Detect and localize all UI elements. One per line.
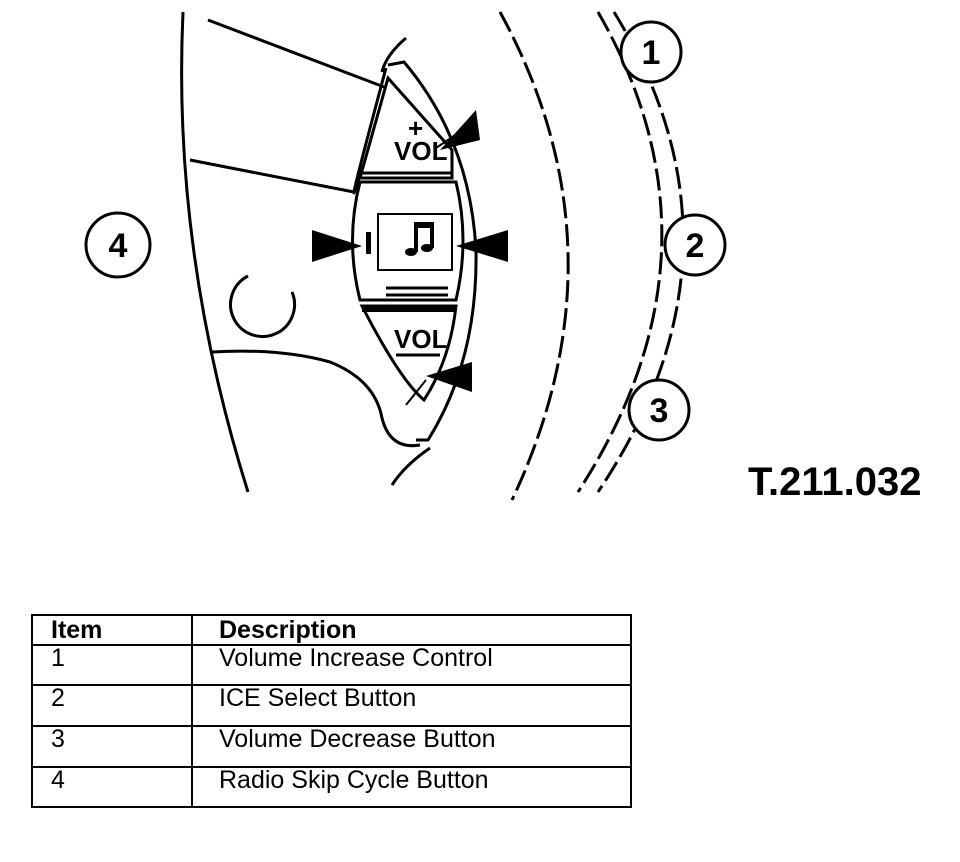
volume-down-button[interactable]: VOL [359, 304, 458, 403]
arrow-vol-up [440, 110, 480, 150]
leader-lines [405, 124, 471, 406]
legend-rule [33, 725, 630, 727]
legend-column-divider [191, 616, 193, 806]
legend-rule [33, 644, 630, 646]
svg-text:1: 1 [642, 34, 661, 72]
callout-4: 4 [84, 211, 152, 279]
ice-select-button[interactable] [351, 180, 465, 302]
figure-reference: T.211.032 [748, 460, 922, 504]
pointer-arrows [312, 110, 508, 392]
vol-up-plus: + [408, 113, 423, 143]
legend-row: 3 Volume Decrease Button [33, 727, 630, 767]
callout-1: 1 [619, 20, 683, 84]
legend-rule [33, 684, 630, 686]
skip-bar-icon [366, 232, 371, 254]
arrow-skip [312, 230, 362, 262]
legend-item-description: Volume Decrease Button [219, 725, 496, 753]
svg-text:4: 4 [109, 227, 128, 265]
legend-header-row: Item Description [33, 616, 630, 646]
legend-item-number: 2 [51, 684, 65, 712]
music-note-icon [405, 222, 434, 256]
arrow-vol-down [426, 362, 472, 392]
legend-row: 4 Radio Skip Cycle Button [33, 768, 630, 808]
legend-row: 1 Volume Increase Control [33, 646, 630, 686]
legend-rule [33, 766, 630, 768]
legend-row: 2 ICE Select Button [33, 686, 630, 726]
svg-text:3: 3 [650, 392, 669, 430]
spoke-circle [229, 274, 297, 338]
legend-item-description: Radio Skip Cycle Button [219, 766, 489, 794]
legend-table: Item Description 1 Volume Increase Contr… [31, 614, 632, 808]
callout-2: 2 [663, 213, 727, 277]
callout-3: 3 [627, 378, 691, 442]
steering-wheel-controls-diagram: + VOL VOL 1 [84, 11, 727, 501]
legend-item-description: ICE Select Button [219, 684, 417, 712]
legend-header-description: Description [219, 616, 357, 644]
legend-item-number: 4 [51, 766, 65, 794]
vol-down-label: VOL [394, 324, 448, 354]
vol-up-label: VOL [394, 136, 448, 166]
volume-up-button[interactable]: + VOL [358, 74, 454, 180]
arrow-select [456, 230, 508, 262]
legend-header-item: Item [51, 616, 103, 644]
legend-item-description: Volume Increase Control [219, 644, 493, 672]
legend-item-number: 1 [51, 644, 65, 672]
svg-text:2: 2 [686, 227, 705, 265]
wheel-spoke-outline [180, 11, 431, 493]
legend-item-number: 3 [51, 725, 65, 753]
